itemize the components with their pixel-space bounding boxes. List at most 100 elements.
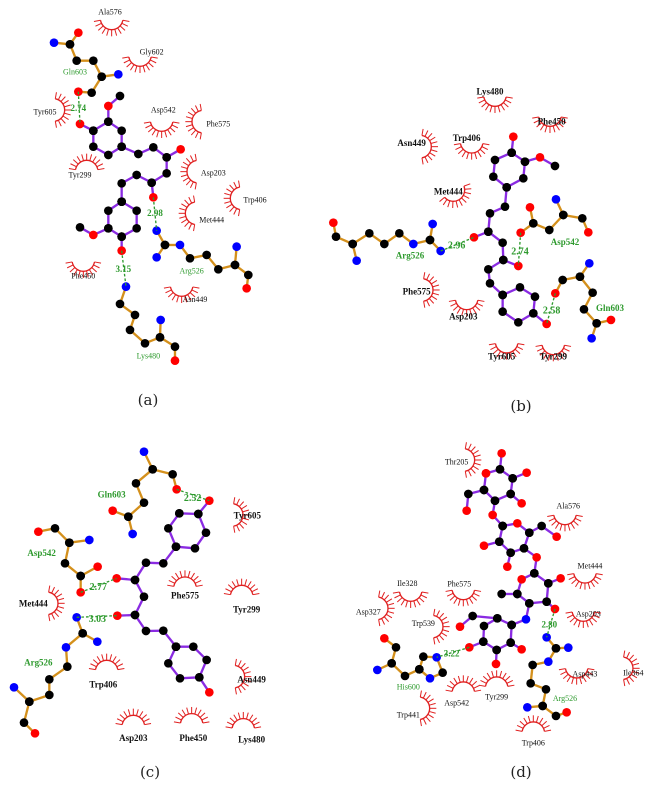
hydrophobic-residue-label: Met444 [19,599,48,609]
hbond-residue-label: Gln603 [63,67,87,76]
carbon-atom [520,157,530,166]
caption-b: (b) [510,397,531,415]
hydrogen-bond [546,608,556,638]
nitrogen-atom [49,38,59,47]
hbond-distance-label: 2.52 [184,493,201,504]
carbon-atom [163,658,173,668]
caption-d: (d) [510,763,531,781]
nitrogen-atom [61,642,71,652]
hydrophobic-residue-label: Asn449 [183,295,208,304]
carbon-atom [331,232,341,241]
carbon-atom [438,668,447,677]
carbon-atom [131,478,141,488]
carbon-atom [379,239,389,249]
carbon-atom [185,253,195,263]
carbon-atom [97,72,106,81]
nitrogen-atom [139,447,149,456]
hydrophobic-residue-label: Asn449 [237,675,266,685]
hbond-residue-structure [49,28,253,365]
carbon-atom [130,575,140,585]
carbon-atom [479,485,489,495]
carbon-atom [579,304,589,314]
carbon-atom [498,307,507,316]
carbon-atom [76,571,85,581]
hydrophobic-residue-label: Asp203 [449,311,478,321]
hbond-residue-label: Arg526 [180,266,204,275]
hydrophobic-contact-arc-icon [567,573,603,590]
carbon-atom [202,655,211,665]
hydrophobic-contact-arc-icon [122,56,158,73]
oxygen-atom [556,573,565,583]
carbon-atom [117,126,126,135]
carbon-atom [103,150,113,160]
hydrophobic-contact-arc-icon [477,96,513,113]
oxygen-atom [497,448,506,458]
hydrophobic-contact-arc-icon [547,514,583,532]
oxygen-atom [455,622,465,631]
hydrogen-bond [80,577,117,593]
oxygen-atom [93,562,102,571]
carbon-atom [528,218,538,228]
hydrophobic-contact-arc-icon [445,589,482,607]
carbon-atom [130,310,140,320]
carbon-atom [140,338,150,348]
carbon-atom [513,317,523,327]
hydrophobic-residue-label: Met444 [578,561,603,570]
hydrophobic-contact-arc-icon [88,653,125,671]
carbon-atom [139,498,149,507]
carbon-atom [171,542,181,551]
hydrophobic-residue-label: Lys480 [238,735,265,745]
hydrophobic-contact-arc-icon [115,708,152,726]
nitrogen-atom [121,282,131,291]
hydrophobic-residue-label: Tyr605 [34,107,57,116]
carbon-atom [162,168,171,178]
nitrogen-atom [522,702,532,712]
oxygen-atom [112,611,122,620]
nitrogen-atom [9,682,19,692]
hydrophobic-contact-arc-icon [163,286,200,303]
hydrophobic-residue-label: Tyr605 [488,351,516,361]
carbon-atom [538,701,547,711]
carbon-atom [168,469,177,479]
hydrophobic-residue-label: Asp203 [119,733,148,743]
carbon-atom [490,155,500,165]
carbon-atom [50,523,60,533]
oxygen-atom [108,506,117,515]
carbon-atom [213,264,223,274]
carbon-atom [117,178,126,188]
carbon-atom [117,197,126,206]
oxygen-atom [502,562,512,571]
carbon-atom [530,292,540,301]
ligand-structure [75,91,185,255]
hydrophobic-contact-arc-icon [68,153,105,171]
carbon-atom [133,149,143,159]
carbon-atom [387,658,396,668]
carbon-atom [88,142,98,151]
hydrophobic-contact-arc-icon [234,658,252,695]
nitrogen-atom [156,315,165,325]
hydrophobic-residue-label: Phe450 [71,272,95,281]
hbond-distance-label: 2.58 [543,305,560,316]
hydrophobic-residue-label: Met444 [199,216,224,225]
carbon-atom [541,684,551,694]
oxygen-atom [170,356,180,365]
carbon-atom [537,521,546,531]
oxygen-atom [491,659,501,669]
hbond-residue-label: Asp542 [27,548,56,558]
hydrophobic-residue-label: Gly602 [140,47,164,56]
oxygen-atom [562,707,571,717]
hydrophobic-contact-arc-icon [48,585,65,622]
hydrophobic-contact-arc-icon [143,121,180,138]
hbond-distance-label: 2.74 [511,246,528,257]
carbon-atom [550,161,560,171]
carbon-atom [485,278,495,288]
nitrogen-atom [175,240,185,250]
hydrophobic-contact-arc-icon [225,711,262,729]
hbond-distance-label: 2.98 [147,208,163,218]
carbon-atom [575,272,585,281]
carbon-atom [498,255,508,265]
carbon-atom [512,589,522,599]
carbon-atom [478,637,488,646]
hydrophobic-contact-arc-icon [535,344,572,362]
